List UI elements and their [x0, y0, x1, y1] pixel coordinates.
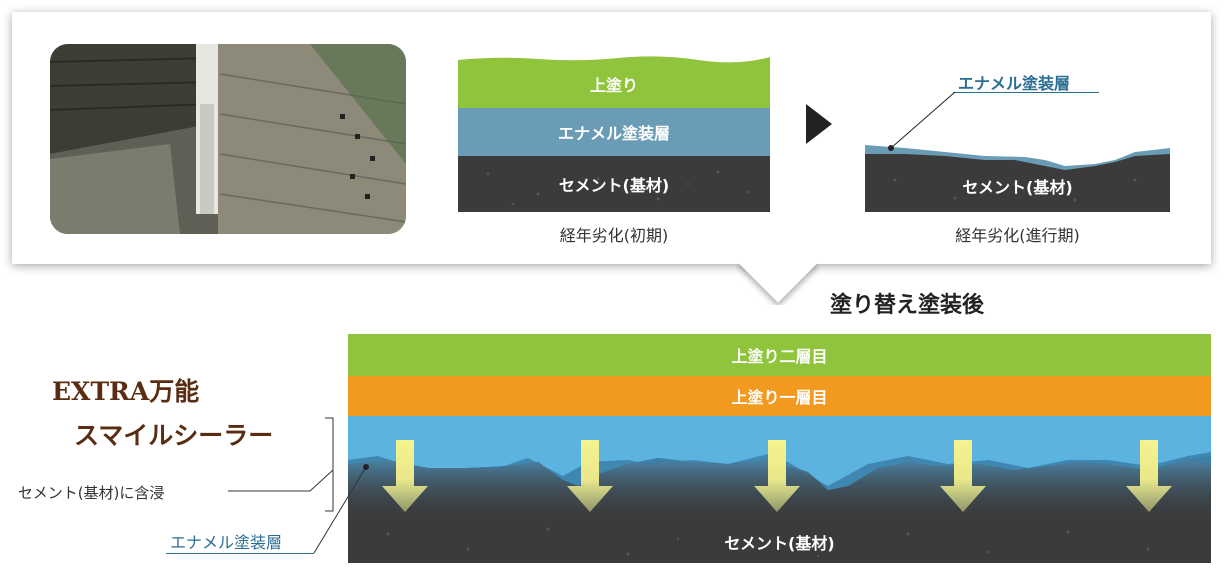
first-coat-label: 上塗り一層目: [731, 388, 828, 407]
after-enamel-underline: [166, 553, 314, 554]
progressed-leader-line: [888, 91, 956, 151]
product-name-line2: スマイルシーラー: [74, 421, 274, 450]
after-diagram: 上塗り二層目 上塗り一層目 セメント(基材): [348, 334, 1211, 563]
after-heading: 塗り替え塗装後: [830, 293, 985, 318]
impregnation-label: セメント(基材)に含浸: [18, 484, 165, 502]
after-enamel-label: エナメル塗装層: [170, 533, 283, 552]
after-cement-label: セメント(基材): [724, 534, 835, 553]
progress-arrow-icon: [806, 104, 832, 144]
second-coat-label: 上塗り二層目: [731, 347, 828, 366]
progressed-cement-label: セメント(基材): [962, 178, 1073, 197]
progressed-enamel-label: エナメル塗装層: [958, 74, 1071, 93]
progressed-caption: 経年劣化(進行期): [955, 226, 1080, 245]
progressed-enamel-underline: [953, 92, 1099, 93]
topcoat-layer-label: 上塗り: [589, 76, 638, 95]
product-name-line1: EXTRA万能: [52, 377, 200, 406]
enamel-layer-label: エナメル塗装層: [557, 124, 670, 143]
roof-photo: [50, 44, 406, 234]
initial-caption: 経年劣化(初期): [559, 226, 669, 245]
cement-layer-label: セメント(基材): [558, 176, 670, 195]
